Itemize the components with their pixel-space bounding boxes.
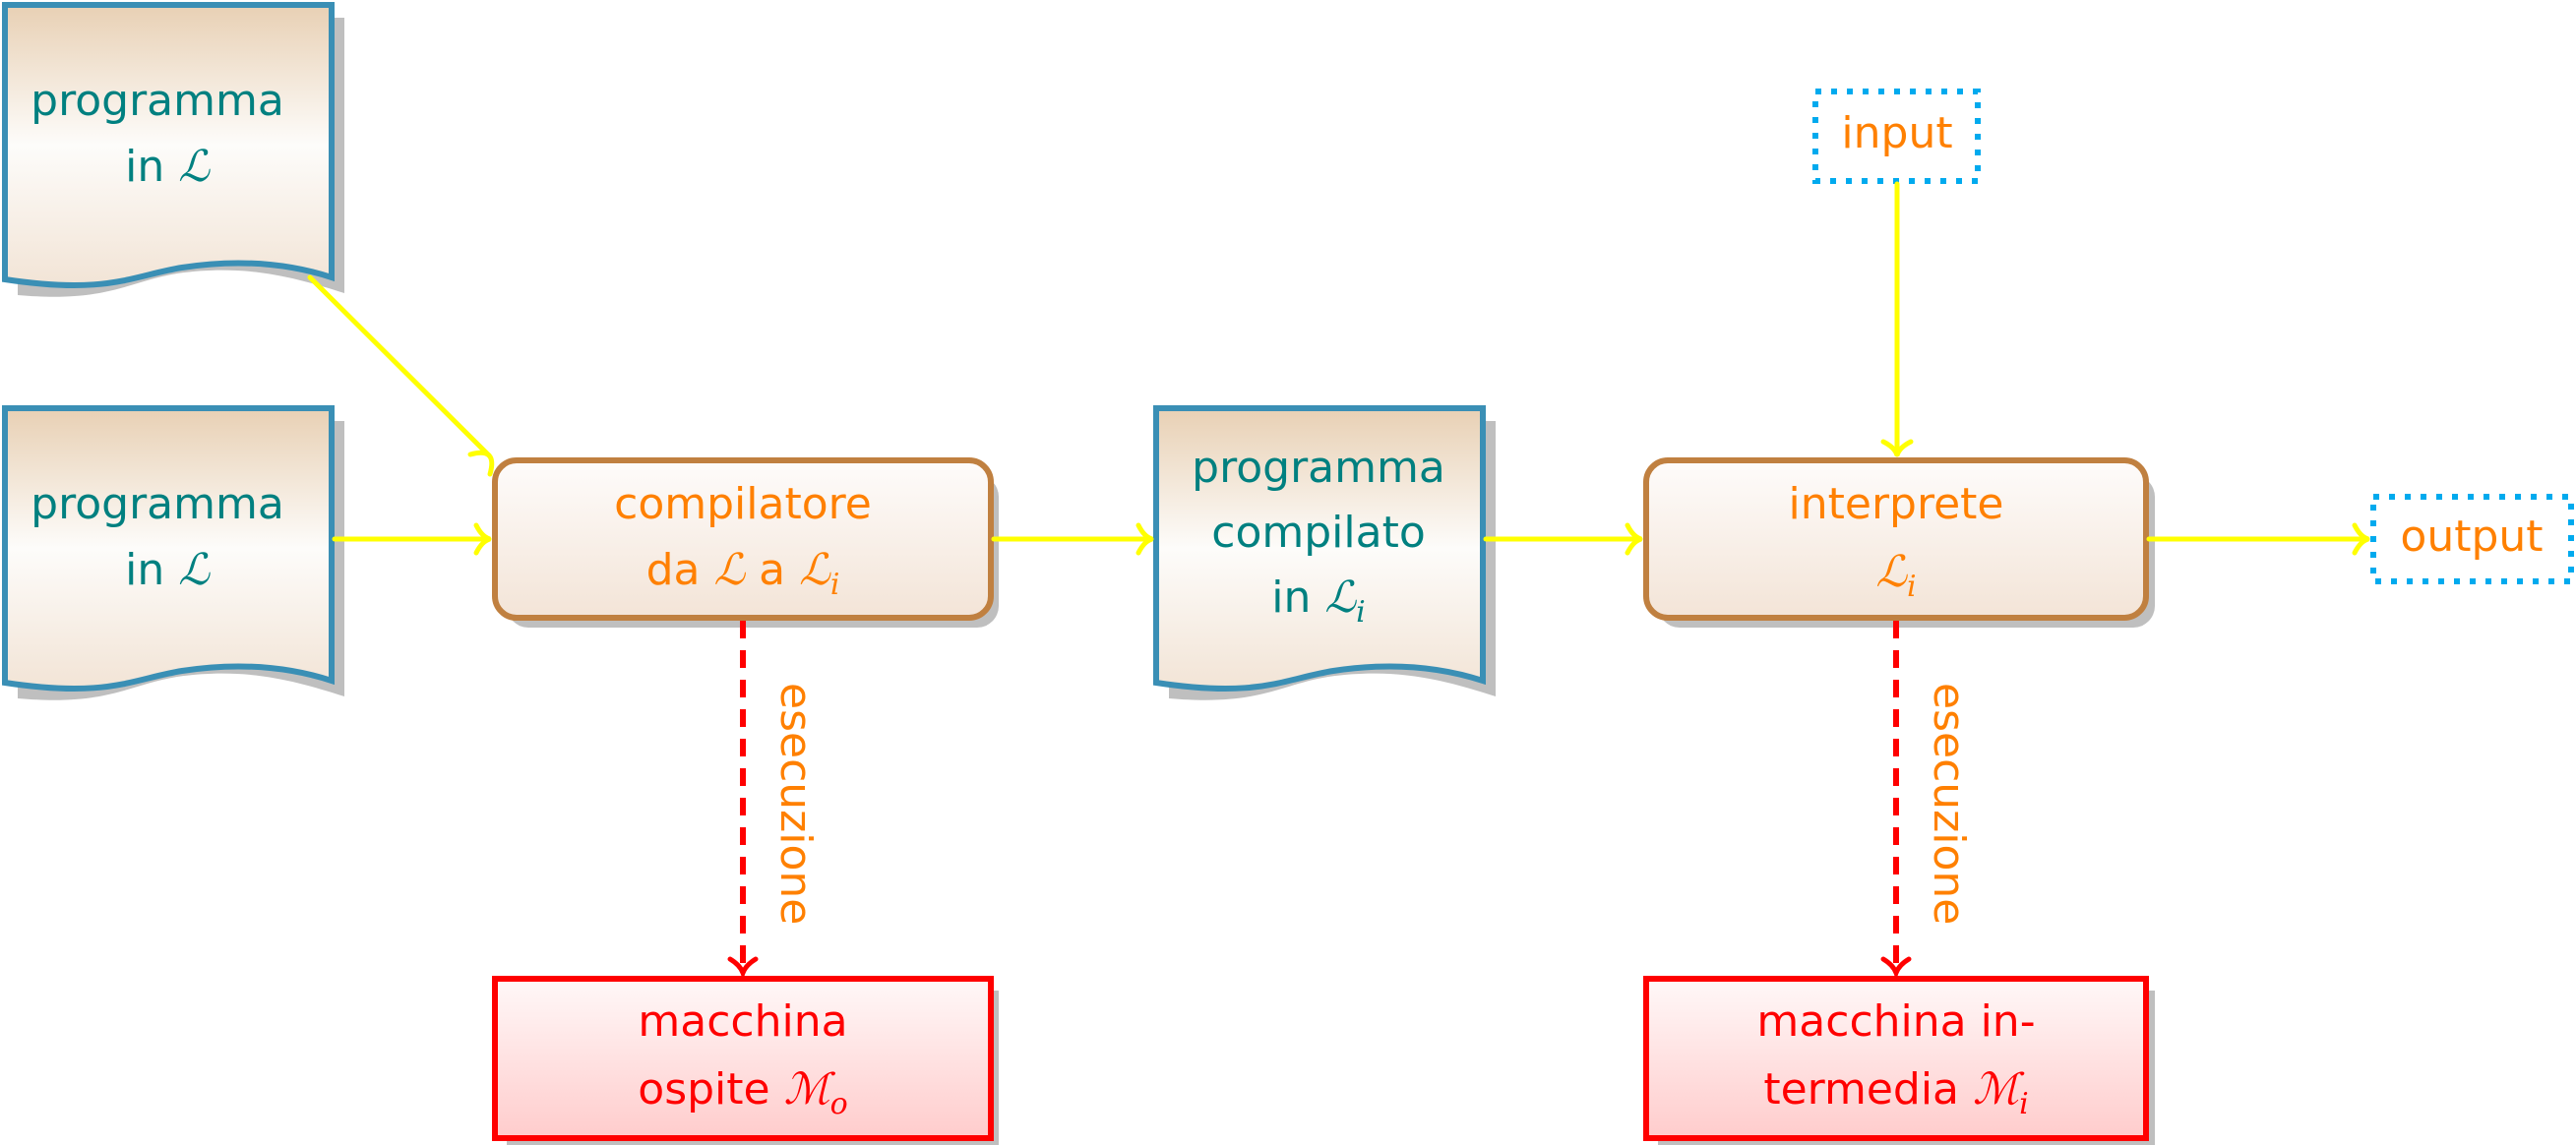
svg-text:da ℒ a ℒi: da ℒ a ℒi [646, 545, 840, 602]
node-label: interprete [1789, 479, 2004, 529]
language-symbol: ℒ [713, 545, 746, 595]
node-label: programma [31, 76, 284, 126]
node-label: in [125, 142, 178, 192]
node-label: in [1271, 572, 1324, 623]
process-box [492, 457, 994, 621]
svg-text:ℒi: ℒi [1875, 547, 1916, 604]
node-label: programma [1192, 443, 1445, 493]
svg-text:termedia ℳi: termedia ℳi [1763, 1064, 2028, 1121]
language-subscript: i [1907, 570, 1917, 604]
svg-text:programma: programma [31, 76, 284, 126]
svg-text:programma: programma [31, 479, 284, 529]
node-label: input [1841, 108, 1952, 158]
edge-compiler-to-compiled [991, 522, 1154, 556]
svg-text:compilatore: compilatore [614, 479, 872, 529]
doc-shape [1, 405, 335, 693]
language-subscript: i [830, 568, 840, 602]
exec-label-interpreter: esecuzione [1924, 683, 1974, 925]
node-label: programma [31, 479, 284, 529]
source-program-top-node[interactable]: programma in ℒ [2, 2, 344, 297]
language-subscript: i [1356, 595, 1366, 630]
machine-box [1643, 976, 2149, 1141]
node-label: macchina [638, 996, 847, 1047]
machine-symbol: ℳ [1973, 1064, 2025, 1115]
machine-subscript: o [830, 1087, 848, 1121]
svg-text:macchina in-: macchina in- [1756, 996, 2035, 1047]
node-label: in [125, 545, 178, 595]
host-machine-node[interactable]: macchina ospite ℳo [492, 976, 999, 1145]
node-label: da [646, 545, 714, 595]
node-label: macchina in- [1756, 996, 2035, 1047]
interpreter-node[interactable]: interprete ℒi [1643, 457, 2155, 628]
edge-source-mid-to-compiler [332, 522, 492, 556]
language-symbol: ℒ [178, 142, 211, 192]
svg-text:in ℒ: in ℒ [125, 545, 211, 595]
compiled-program-node[interactable]: programma compilato in ℒi [1153, 405, 1496, 700]
edge-interpreter-exec-on-intermediate [1880, 621, 1912, 981]
compiler-node[interactable]: compilatore da ℒ a ℒi [492, 457, 999, 628]
svg-text:ospite ℳo: ospite ℳo [638, 1064, 847, 1121]
node-label: termedia [1763, 1064, 1973, 1115]
source-program-mid-node[interactable]: programma in ℒ [1, 405, 344, 700]
node-label: a [745, 545, 799, 595]
doc-shape [2, 2, 335, 289]
input-node[interactable]: input [1812, 89, 1981, 184]
language-symbol: ℒ [799, 545, 831, 595]
node-label: compilatore [614, 479, 872, 529]
edge-input-to-interpreter [1880, 181, 1914, 457]
language-symbol: ℒ [1875, 547, 1908, 597]
output-node[interactable]: output [2370, 494, 2574, 584]
execution-arrows [727, 621, 1912, 981]
language-symbol: ℒ [1324, 572, 1357, 623]
svg-text:in ℒ: in ℒ [125, 142, 211, 192]
doc-shape [1153, 405, 1486, 693]
edge-source-top-to-compiler [307, 274, 495, 477]
io-box [1812, 89, 1981, 184]
exec-label-compiler: esecuzione [770, 683, 821, 925]
edge-compiled-to-interpreter [1483, 522, 1643, 556]
svg-text:macchina: macchina [638, 996, 847, 1047]
flow-arrows [307, 181, 2370, 556]
edge-compiler-exec-on-host [727, 621, 759, 981]
io-box [2370, 494, 2574, 584]
svg-text:programma: programma [1192, 443, 1445, 493]
svg-text:in ℒi: in ℒi [1271, 572, 1365, 630]
intermediate-machine-node[interactable]: macchina in- termedia ℳi [1643, 976, 2155, 1145]
node-label: output [2400, 512, 2543, 562]
node-label: ospite [638, 1064, 783, 1115]
node-label: compilato [1211, 508, 1426, 558]
machine-symbol: ℳ [784, 1064, 836, 1115]
machine-box [492, 976, 994, 1141]
svg-text:interprete: interprete [1789, 479, 2004, 529]
language-symbol: ℒ [178, 545, 211, 595]
svg-text:compilato: compilato [1211, 508, 1426, 558]
process-box [1643, 457, 2149, 621]
machine-subscript: i [2019, 1087, 2029, 1121]
edge-interpreter-to-output [2146, 522, 2370, 556]
